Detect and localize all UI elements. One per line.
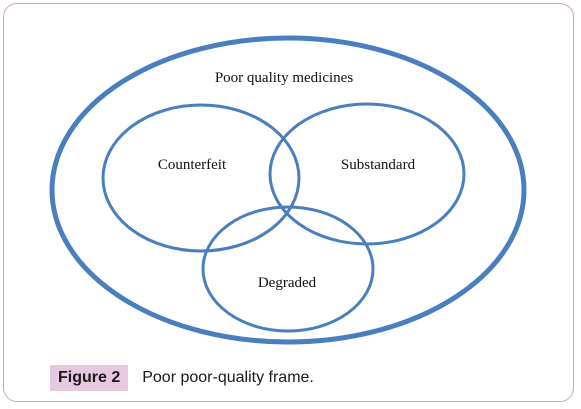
figure-number-badge: Figure 2: [50, 365, 129, 391]
caption-text: Poor poor-quality frame.: [142, 369, 314, 386]
degraded-circle: [201, 205, 375, 333]
figure-caption: Figure 2 Poor poor-quality frame.: [50, 365, 314, 391]
counterfeit-circle: [101, 103, 301, 253]
outer-label: Poor quality medicines: [215, 70, 353, 86]
degraded-label: Degraded: [258, 275, 317, 291]
poor-quality-outer-ellipse: [49, 35, 527, 345]
figure-frame: [3, 3, 574, 402]
substandard-label: Substandard: [341, 157, 416, 173]
counterfeit-label: Counterfeit: [158, 157, 227, 173]
